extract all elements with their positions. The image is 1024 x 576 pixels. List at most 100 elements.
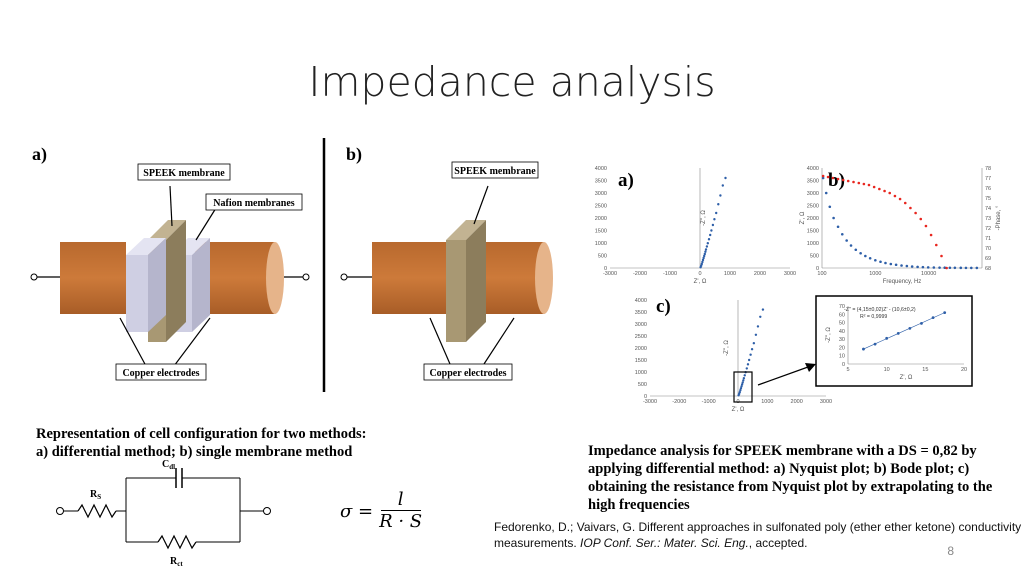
x-tick-label: 10 xyxy=(884,367,890,373)
fit-line xyxy=(863,312,945,350)
right-caption-line1: Impedance analysis for SPEEK membrane wi… xyxy=(588,443,977,459)
single-membrane-cell: SPEEK membrane Copper electrodes xyxy=(340,161,553,381)
svg-text:Rct: Rct xyxy=(170,556,183,568)
y-tick-label: 2500 xyxy=(807,204,819,210)
formula-lhs: σ = xyxy=(340,501,374,522)
data-point xyxy=(845,239,848,242)
data-point xyxy=(741,381,744,384)
data-point xyxy=(900,264,903,267)
data-point xyxy=(832,216,835,220)
y-tick-label: 2500 xyxy=(635,334,647,340)
data-point xyxy=(754,333,758,336)
y-tick-label: 500 xyxy=(598,254,607,260)
x-tick-label: 1000 xyxy=(724,271,736,277)
data-point xyxy=(701,258,705,262)
inset-frame xyxy=(815,295,973,387)
data-point xyxy=(878,187,881,191)
speek-membrane-b xyxy=(446,240,466,342)
inset-r-squared: R² = 0,9999 xyxy=(860,314,887,320)
y-tick-label: 3500 xyxy=(807,179,819,185)
rct-subscript: ct xyxy=(177,560,183,568)
data-point xyxy=(836,177,840,181)
data-point xyxy=(742,379,745,382)
y-tick-label: 4000 xyxy=(595,166,607,172)
data-point xyxy=(969,266,973,270)
y-tick-label: 70 xyxy=(839,304,845,310)
y-tick-label: 50 xyxy=(839,321,845,327)
y2-axis-label: -Phase, ° xyxy=(996,205,1002,230)
data-point xyxy=(931,316,935,319)
y-tick-label: 60 xyxy=(839,312,845,318)
y2-tick-label: 73 xyxy=(985,216,991,222)
y-tick-label: 2000 xyxy=(595,216,607,222)
data-point xyxy=(959,266,963,270)
y2-tick-label: 74 xyxy=(985,206,991,212)
zoom-arrow xyxy=(757,366,809,386)
data-point xyxy=(849,244,853,247)
data-point xyxy=(821,176,825,180)
data-point xyxy=(914,211,917,215)
y-tick-label: 0 xyxy=(644,394,647,400)
cdl-label: C xyxy=(162,460,169,470)
svg-text:RS: RS xyxy=(90,489,101,501)
data-point xyxy=(704,250,707,253)
data-point xyxy=(846,179,850,183)
y-tick-label: 1500 xyxy=(595,229,607,235)
y2-tick-label: 69 xyxy=(985,256,991,262)
data-point xyxy=(745,367,748,370)
cell-configuration-figure: a) b) SPEEK membrane Nafion membranes xyxy=(30,138,553,392)
y-tick-label: 1500 xyxy=(807,229,819,235)
y-tick-label: 0 xyxy=(816,266,819,272)
rs-label: R xyxy=(90,489,98,500)
y2-tick-label: 72 xyxy=(985,226,991,232)
data-point xyxy=(862,347,865,351)
x-axis-label: Z', Ω xyxy=(900,375,913,381)
right-caption-line4: high frequencies xyxy=(588,497,690,513)
copper-electrodes-callout-b: Copper electrodes xyxy=(429,368,506,379)
data-point xyxy=(926,266,930,269)
data-point xyxy=(888,191,892,195)
data-point xyxy=(893,194,897,198)
x-tick-label: 20 xyxy=(961,367,967,373)
data-point xyxy=(756,325,760,328)
y-tick-label: 3000 xyxy=(635,322,647,328)
formula-denominator: R · S xyxy=(379,511,423,532)
data-point xyxy=(747,358,751,362)
x-tick-label: -2000 xyxy=(633,271,647,277)
data-point xyxy=(905,264,909,268)
copper-electrode-left xyxy=(60,242,126,314)
left-caption-line1: Representation of cell configuration for… xyxy=(36,426,367,442)
rs-resistor xyxy=(77,503,117,519)
data-point xyxy=(713,218,716,221)
svg-text:Cdl: Cdl xyxy=(162,460,175,471)
data-point xyxy=(938,266,941,269)
y-tick-label: 3500 xyxy=(635,310,647,316)
y-axis-label: -Z'', Ω xyxy=(826,327,832,343)
data-point xyxy=(739,387,743,390)
data-point xyxy=(852,180,855,184)
right-caption: Impedance analysis for SPEEK membrane wi… xyxy=(588,442,1018,514)
x-tick-label: 1000 xyxy=(869,271,881,277)
data-point xyxy=(701,260,704,264)
data-point xyxy=(715,211,718,215)
rct-label: R xyxy=(170,556,178,567)
data-point xyxy=(740,385,743,388)
right-caption-line3: obtaining the resistance from Nyquist pl… xyxy=(588,479,993,495)
x-tick-label: -1000 xyxy=(663,271,677,277)
data-point xyxy=(934,243,938,247)
y2-tick-label: 78 xyxy=(985,166,991,172)
y-tick-label: 2500 xyxy=(595,204,607,210)
y2-tick-label: 77 xyxy=(985,176,991,182)
y-axis-label: -Z'', Ω xyxy=(701,210,707,226)
data-point xyxy=(857,181,861,185)
nafion-membrane-left xyxy=(126,255,148,332)
data-point xyxy=(709,233,712,237)
y-tick-label: 4000 xyxy=(807,166,819,172)
data-point xyxy=(948,266,952,270)
data-point xyxy=(821,174,825,178)
page-number: 8 xyxy=(947,544,954,558)
data-point xyxy=(921,265,925,269)
page-title: Impedance analysis xyxy=(308,58,716,106)
